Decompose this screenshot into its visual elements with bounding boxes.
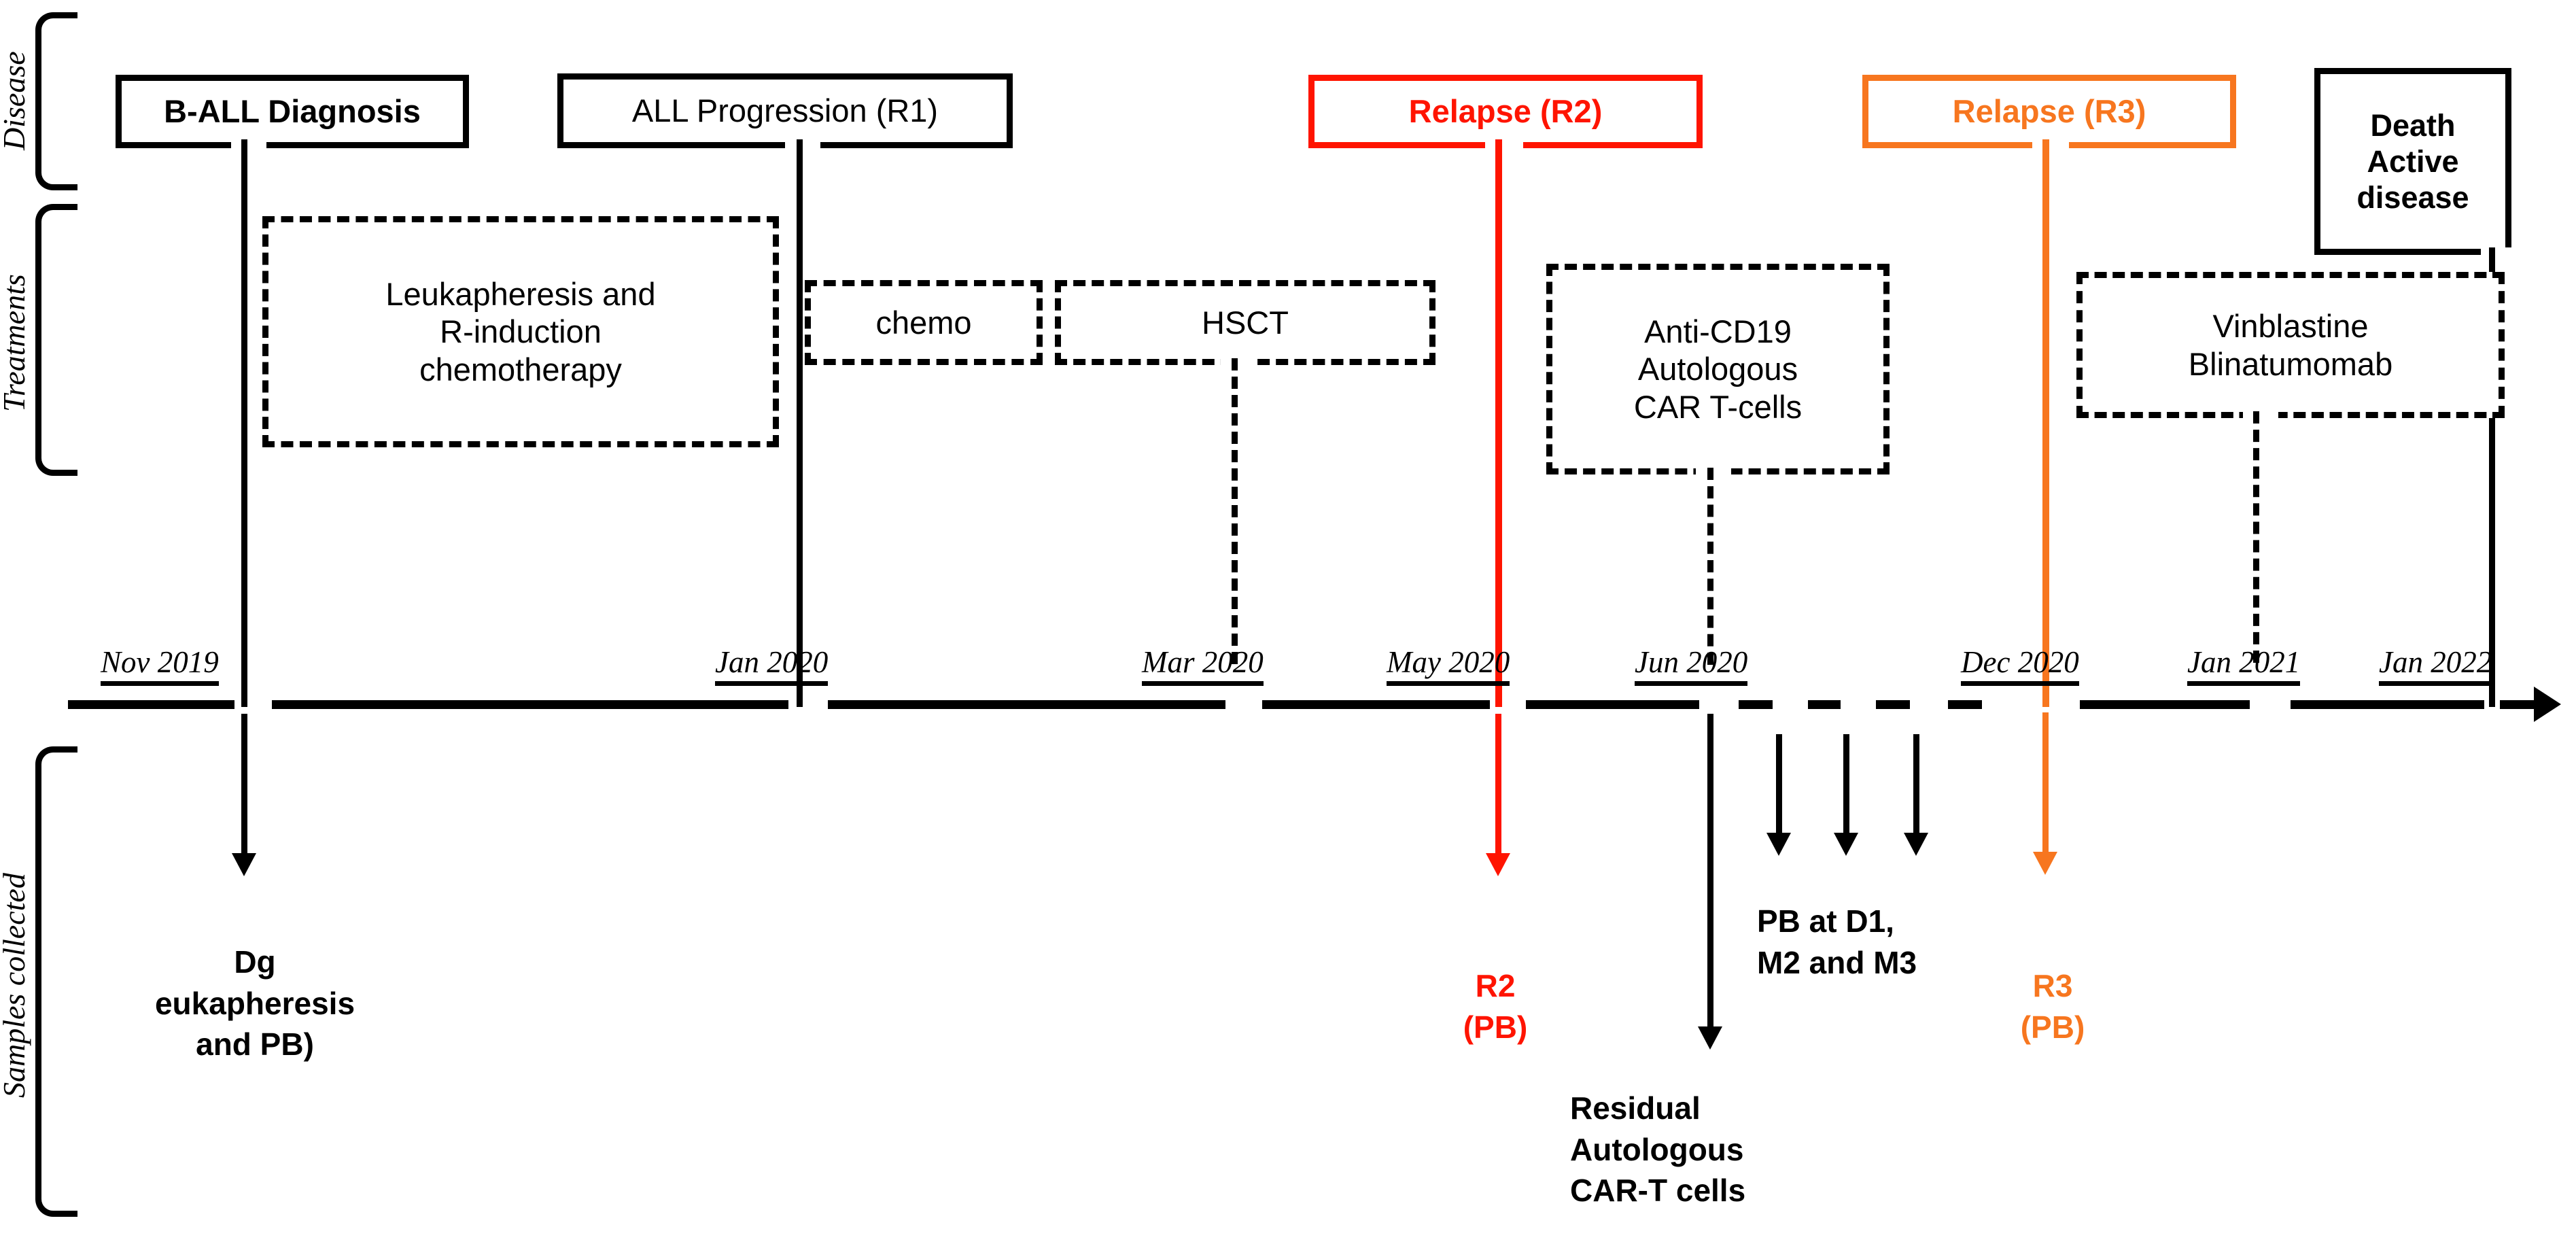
treatment-box-leukapheresis[interactable]: Leukapheresis and R-induction chemothera… bbox=[262, 216, 779, 447]
relapse-r3-stem bbox=[2042, 139, 2049, 707]
date-label-mar-2020: Mar 2020 bbox=[1142, 644, 1264, 686]
hsct-stem bbox=[1232, 358, 1238, 664]
vinblastine-stem-notch bbox=[2243, 411, 2278, 419]
timeline-axis-segment bbox=[1739, 700, 1773, 709]
timeline-axis-segment bbox=[828, 700, 1225, 709]
b-all-diagnosis-stem bbox=[241, 139, 247, 707]
date-label-nov-2019: Nov 2019 bbox=[101, 644, 219, 686]
treatment-box-label: Vinblastine Blinatumomab bbox=[2188, 308, 2393, 382]
disease-box-relapse-r2[interactable]: Relapse (R2) bbox=[1308, 75, 1703, 148]
timeline-axis-segment bbox=[1876, 700, 1910, 709]
samples-bracket bbox=[35, 746, 77, 1217]
death-stem-notch bbox=[2481, 247, 2515, 255]
timeline-axis-segment bbox=[1526, 700, 1699, 709]
treatment-box-label: Anti-CD19 Autologous CAR T-cells bbox=[1633, 313, 1803, 425]
treatment-box-label: HSCT bbox=[1202, 304, 1289, 341]
anti-cd19-car-t-stem bbox=[1707, 468, 1713, 665]
disease-box-all-progression[interactable]: ALL Progression (R1) bbox=[557, 73, 1013, 148]
treatment-box-chemo[interactable]: chemo bbox=[805, 280, 1043, 365]
disease-box-b-all-diagnosis[interactable]: B-ALL Diagnosis bbox=[116, 75, 469, 148]
timeline-arrowhead-icon bbox=[2534, 687, 2561, 722]
treatments-row-label: Treatments bbox=[0, 274, 31, 413]
relapse-r3-stem-notch bbox=[2032, 141, 2069, 149]
disease-bracket bbox=[35, 12, 77, 190]
timeline-axis-segment bbox=[1808, 700, 1841, 709]
relapse-r2-stem bbox=[1495, 139, 1502, 707]
treatment-box-label: Leukapheresis and R-induction chemothera… bbox=[385, 275, 656, 387]
disease-row-label: Disease bbox=[0, 51, 31, 150]
death-active-disease-stem bbox=[2489, 247, 2495, 707]
sample-label-r2-pb: R2 (PB) bbox=[1463, 968, 1528, 1045]
timeline-axis-segment bbox=[2080, 700, 2250, 709]
disease-box-death-active-disease[interactable]: Death Active disease bbox=[2314, 68, 2511, 255]
date-label-jan-2021: Jan 2021 bbox=[2187, 644, 2301, 686]
sample-label-dg-eukapheresis: Dg eukapheresis and PB) bbox=[154, 944, 355, 1062]
timeline-axis-segment bbox=[1262, 700, 1490, 709]
disease-box-label: ALL Progression (R1) bbox=[631, 92, 939, 129]
treatment-box-label: chemo bbox=[875, 304, 972, 341]
b-all-stem-notch bbox=[231, 141, 266, 149]
date-label-dec-2020: Dec 2020 bbox=[1961, 644, 2079, 686]
date-label-jun-2020: Jun 2020 bbox=[1635, 644, 1748, 686]
date-label-may-2020: May 2020 bbox=[1387, 644, 1510, 686]
all-progression-stem bbox=[797, 139, 803, 707]
timeline-axis-segment bbox=[68, 700, 234, 709]
disease-box-label: Death Active disease bbox=[2356, 107, 2469, 215]
sample-label-pb-d1-m2-m3: PB at D1, M2 and M3 bbox=[1757, 903, 1917, 980]
relapse-r2-stem-notch bbox=[1485, 141, 1523, 149]
treatment-box-vinblastine-blinatumomab[interactable]: Vinblastine Blinatumomab bbox=[2076, 272, 2505, 418]
timeline-axis-segment bbox=[272, 700, 788, 709]
treatment-box-hsct[interactable]: HSCT bbox=[1055, 280, 1435, 365]
treatment-box-anti-cd19-car-t[interactable]: Anti-CD19 Autologous CAR T-cells bbox=[1546, 264, 1890, 474]
disease-box-relapse-r3[interactable]: Relapse (R3) bbox=[1862, 75, 2236, 148]
timeline-axis-segment bbox=[1948, 700, 1982, 709]
date-label-jan-2022: Jan 2022 bbox=[2379, 644, 2492, 686]
disease-box-label: B-ALL Diagnosis bbox=[164, 93, 421, 130]
timeline-axis-segment bbox=[2500, 700, 2535, 709]
vinblastine-stem bbox=[2253, 411, 2259, 663]
car-t-stem-notch bbox=[1696, 468, 1731, 475]
treatments-bracket bbox=[35, 204, 77, 476]
all-progression-stem-notch bbox=[785, 141, 820, 149]
timeline-axis-segment bbox=[2291, 700, 2484, 709]
date-label-jan-2020: Jan 2020 bbox=[715, 644, 829, 686]
sample-label-residual-car-t: Residual Autologous CAR-T cells bbox=[1570, 1090, 1746, 1209]
hsct-stem-notch bbox=[1221, 358, 1256, 366]
disease-box-label: Relapse (R3) bbox=[1952, 93, 2146, 130]
sample-label-r3-pb: R3 (PB) bbox=[2020, 968, 2085, 1045]
disease-box-label: Relapse (R2) bbox=[1408, 93, 1603, 130]
samples-row-label: Samples collected bbox=[0, 873, 31, 1099]
